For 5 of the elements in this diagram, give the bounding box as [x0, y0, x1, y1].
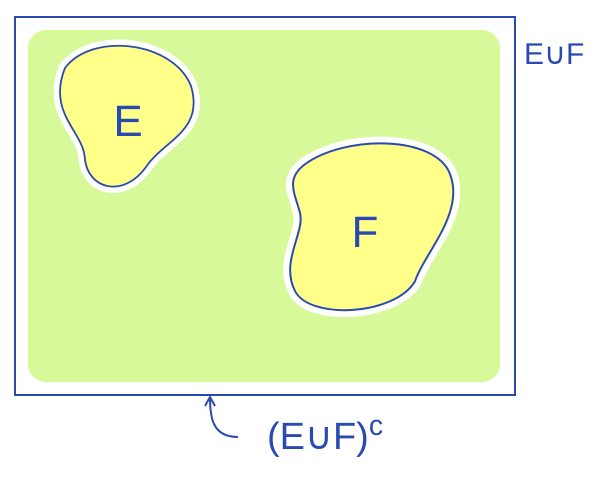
- union-label: E∪F: [524, 40, 584, 70]
- set-label: E: [113, 100, 143, 144]
- leader-arrow: [204, 396, 238, 438]
- complement-label: (E∪F)$^{c}$: [266, 418, 384, 456]
- set-label: F: [352, 210, 378, 254]
